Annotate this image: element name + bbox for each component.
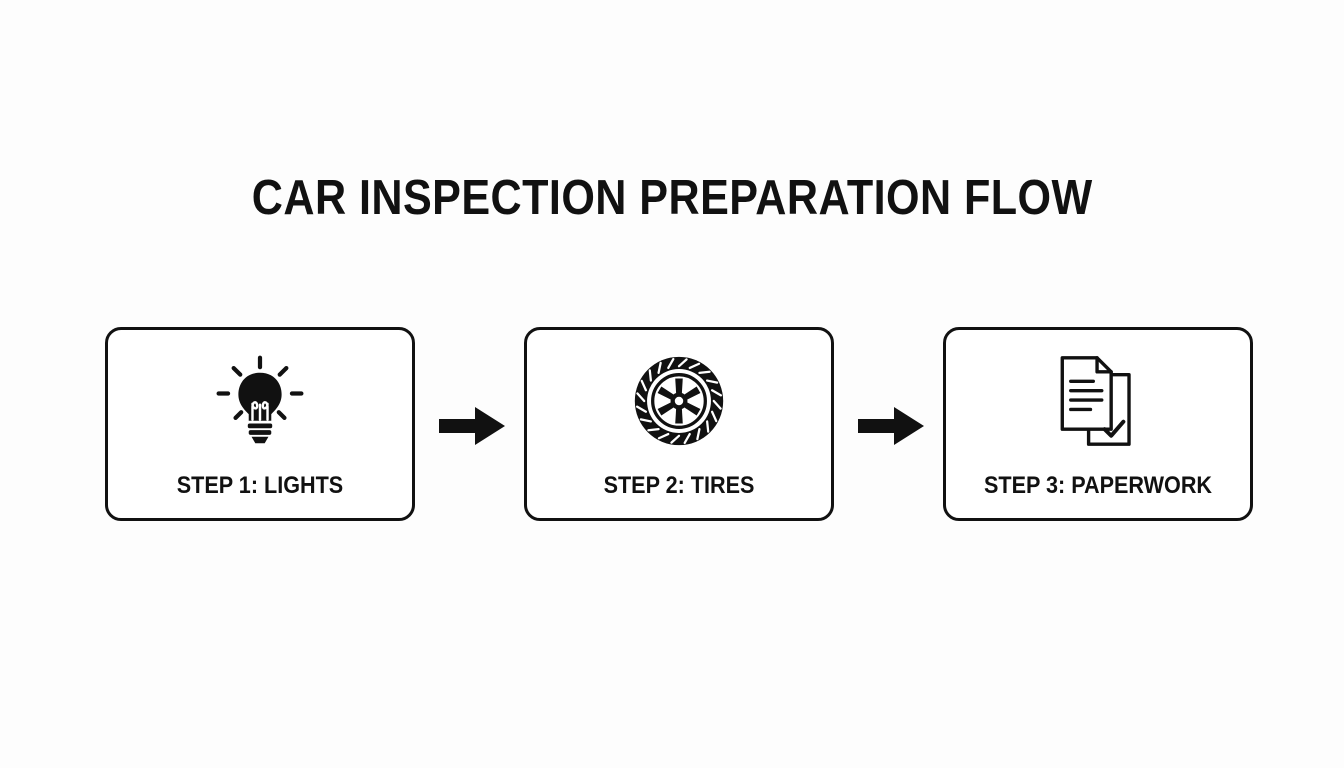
documents-check-icon (1051, 354, 1145, 448)
step-box-paperwork: STEP 3: PAPERWORK (943, 327, 1253, 521)
tire-icon (632, 354, 726, 448)
step-label: STEP 2: TIRES (603, 472, 755, 499)
step-box-tires: STEP 2: TIRES (524, 327, 834, 521)
arrow-right-icon (858, 405, 924, 447)
step-box-lights: STEP 1: LIGHTS (105, 327, 415, 521)
diagram-title: CAR INSPECTION PREPARATION FLOW (251, 171, 1093, 225)
step-label: STEP 3: PAPERWORK (983, 472, 1213, 499)
lightbulb-icon (213, 354, 307, 448)
step-label: STEP 1: LIGHTS (176, 472, 344, 499)
arrow-right-icon (439, 405, 505, 447)
